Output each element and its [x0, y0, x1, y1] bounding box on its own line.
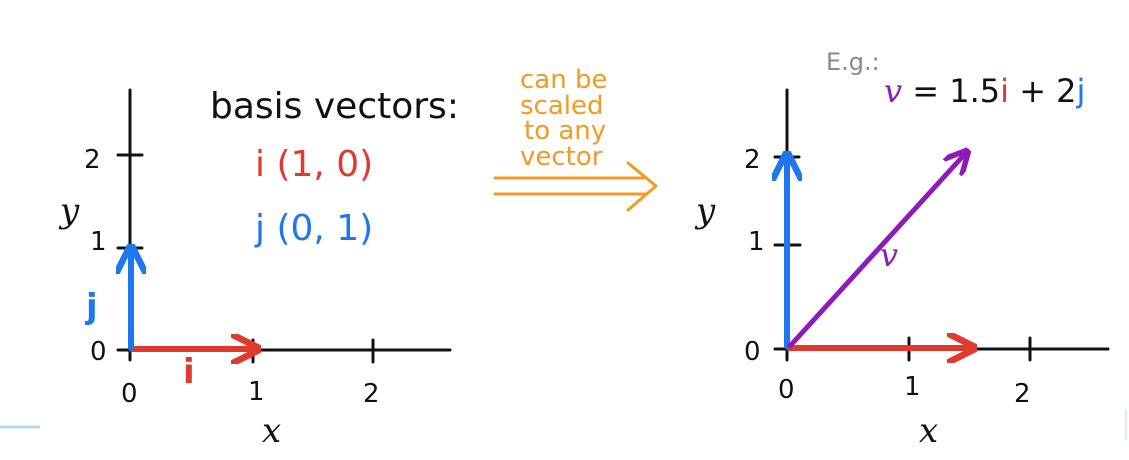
transition-line-2: scaled — [520, 91, 604, 121]
right-x-tick-label-0: 0 — [778, 375, 795, 405]
left-plot: 2 1 0 0 1 2 y x i j — [58, 88, 452, 451]
example-coeff-j: + 2 — [1009, 72, 1077, 110]
transition-note: can be scaled to any vector — [493, 65, 658, 212]
right-plot: 2 1 0 0 1 2 y x v — [694, 88, 1110, 451]
example-j-symbol: j — [1076, 72, 1086, 110]
transition-line-1: can be — [520, 65, 607, 95]
left-y-tick-label-1: 1 — [90, 227, 107, 257]
right-x-tick-label-1: 1 — [904, 372, 921, 402]
transition-line-4: vector — [520, 142, 603, 172]
right-y-tick-label-1: 1 — [748, 227, 765, 257]
right-x-axis-label: x — [919, 411, 938, 451]
left-i-label: i — [183, 352, 195, 392]
left-x-tick-label-2: 2 — [363, 379, 380, 409]
example-equation: E.g.: v = 1.5i + 2j — [826, 48, 1085, 110]
basis-i-definition: i (1, 0) — [255, 144, 373, 185]
left-x-tick-label-1: 1 — [248, 377, 265, 407]
right-y-axis-label: y — [694, 191, 716, 231]
left-x-tick-label-0: 0 — [121, 379, 138, 409]
right-v-label: v — [880, 236, 898, 274]
left-y-tick-label-0: 0 — [90, 337, 107, 367]
right-v-vector — [787, 155, 964, 349]
right-x-tick-label-2: 2 — [1014, 379, 1031, 409]
basis-vectors-heading: basis vectors: — [210, 86, 459, 127]
double-arrow-icon — [493, 161, 658, 212]
left-y-tick-label-2: 2 — [84, 145, 101, 175]
example-prefix: E.g.: — [826, 48, 880, 76]
example-v-symbol: v — [884, 72, 902, 110]
left-y-axis-label: y — [58, 191, 80, 231]
basis-j-definition: j (0, 1) — [254, 208, 373, 249]
example-coeff-i: = 1.5 — [902, 72, 1000, 110]
transition-line-3: to any — [524, 116, 606, 146]
left-j-label: j — [84, 287, 98, 327]
example-formula: v = 1.5i + 2j — [884, 72, 1085, 110]
basis-vectors-legend: basis vectors: i (1, 0) j (0, 1) — [210, 86, 459, 249]
left-x-axis-label: x — [262, 411, 281, 451]
right-y-tick-label-0: 0 — [744, 337, 761, 367]
right-y-tick-label-2: 2 — [744, 145, 761, 175]
example-i-symbol: i — [1000, 72, 1009, 110]
